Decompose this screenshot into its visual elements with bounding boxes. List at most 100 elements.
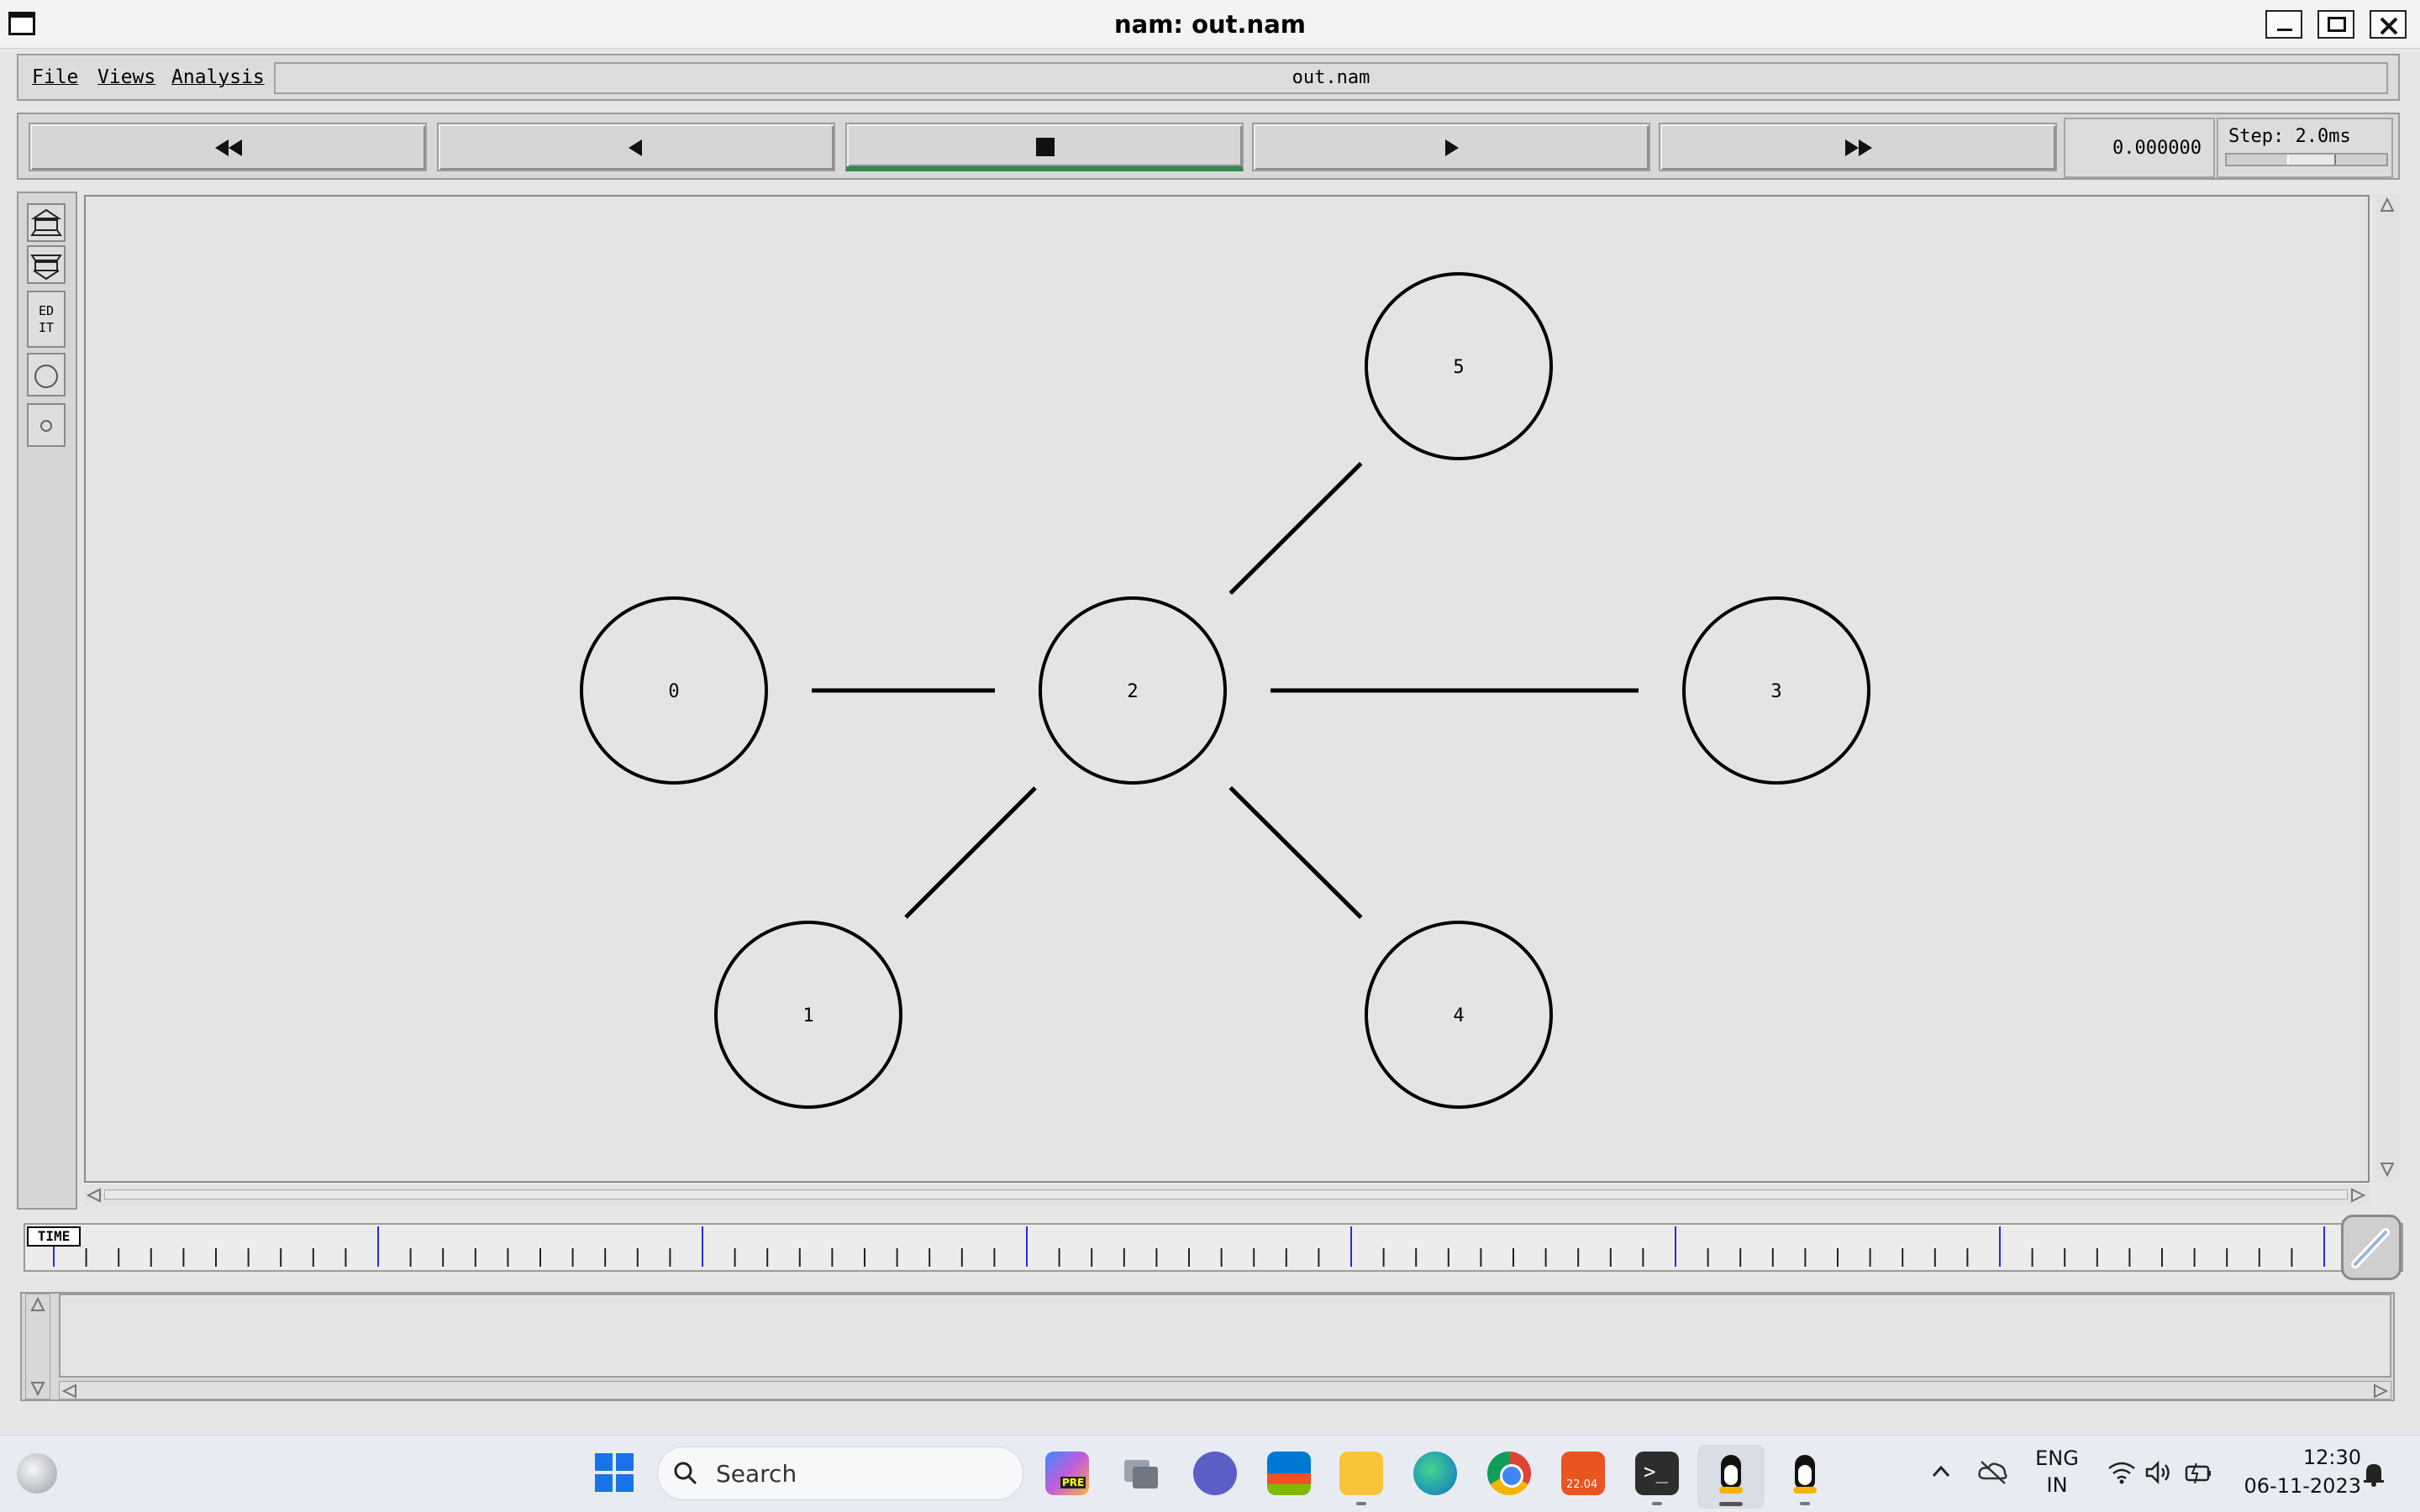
scroll-left-icon <box>61 1383 76 1399</box>
zoom-in-button[interactable] <box>27 203 66 242</box>
stop-button[interactable] <box>845 123 1244 171</box>
node-label: 3 <box>1770 681 1781 702</box>
simulation-time: 0.000000 <box>2064 118 2215 178</box>
edit-button[interactable]: ED IT <box>27 291 66 348</box>
terminal-icon[interactable]: >_ <box>1635 1452 1679 1495</box>
copilot-badge: PRE <box>1060 1477 1086 1488</box>
search-icon <box>674 1462 697 1485</box>
scroll-right-icon <box>2374 1383 2389 1399</box>
clock[interactable]: 12:30 06-11-2023 <box>2235 1443 2361 1500</box>
annotation-list[interactable] <box>59 1294 2391 1378</box>
circle-small-icon <box>40 420 52 432</box>
store-icon[interactable] <box>1267 1452 1311 1495</box>
task-view-icon[interactable] <box>1119 1452 1163 1495</box>
ubuntu-icon[interactable]: 22.04 <box>1561 1452 1605 1495</box>
scroll-up-icon <box>30 1296 45 1311</box>
fast-forward-button[interactable] <box>1659 123 2057 171</box>
edge-icon[interactable] <box>1413 1452 1457 1495</box>
node-3[interactable] <box>1682 596 1870 785</box>
node-5[interactable] <box>1365 272 1553 460</box>
scroll-left-icon <box>86 1188 101 1203</box>
linux-tux-icon[interactable] <box>1709 1452 1753 1495</box>
file-explorer-icon[interactable] <box>1339 1452 1383 1495</box>
link-2-5[interactable] <box>1228 461 1363 596</box>
teams-icon[interactable] <box>1193 1452 1237 1495</box>
terminal-running-indicator <box>1652 1502 1662 1505</box>
filename-display: out.nam <box>274 62 2388 94</box>
menu-views[interactable]: Views <box>97 55 155 99</box>
clock-date: 06-11-2023 <box>2244 1474 2361 1498</box>
wifi-icon[interactable] <box>2107 1460 2136 1485</box>
maximize-button[interactable] <box>2317 10 2354 39</box>
menu-analysis[interactable]: Analysis <box>171 55 265 99</box>
close-icon <box>2380 17 2398 35</box>
close-button[interactable] <box>2370 10 2407 39</box>
weather-icon[interactable] <box>17 1453 57 1494</box>
node-label: 5 <box>1453 357 1464 378</box>
node-1[interactable] <box>714 921 902 1109</box>
chrome-icon[interactable] <box>1487 1452 1531 1495</box>
horizontal-scrollbar[interactable] <box>84 1184 2370 1206</box>
step-back-button[interactable] <box>437 123 835 171</box>
taskbar-search[interactable] <box>657 1446 1023 1500</box>
play-forward-button[interactable] <box>1252 123 1650 171</box>
scroll-up-icon <box>2380 197 2395 212</box>
step-slider-thumb[interactable] <box>2287 155 2336 165</box>
node-size-small-button[interactable] <box>27 403 66 447</box>
stop-icon <box>1036 138 1055 156</box>
node-4[interactable] <box>1365 921 1553 1109</box>
tux2-running-indicator <box>1800 1502 1810 1505</box>
menu-views-label: Views <box>97 66 156 88</box>
volume-icon[interactable] <box>2144 1460 2173 1485</box>
step-control <box>2217 118 2393 178</box>
horizontal-scroll-thumb[interactable] <box>104 1189 2348 1200</box>
chevron-up-icon[interactable] <box>1929 1460 1953 1483</box>
log-hscroll[interactable] <box>59 1381 2391 1399</box>
fast-rewind-icon <box>215 139 242 156</box>
language-bottom: IN <box>2046 1473 2068 1497</box>
linux-tux-icon-2[interactable] <box>1783 1452 1827 1495</box>
vertical-scrollbar[interactable] <box>2375 195 2400 1183</box>
search-placeholder: Search <box>716 1460 797 1488</box>
minimize-icon <box>2277 29 2292 31</box>
window-title: nam: out.nam <box>1113 10 1306 39</box>
language-top: ENG <box>2035 1446 2079 1470</box>
time-slider[interactable] <box>24 1223 2403 1272</box>
menu-file[interactable]: File <box>32 55 78 99</box>
fast-forward-icon <box>1845 139 1872 156</box>
step-label: Step: 2.0ms <box>2228 126 2351 147</box>
file-explorer-running-indicator <box>1356 1502 1366 1505</box>
terminal-prompt-glyph: >_ <box>1644 1460 1668 1483</box>
log-vscroll[interactable] <box>25 1294 50 1399</box>
language-indicator[interactable]: ENG IN <box>2032 1445 2082 1499</box>
scroll-right-icon <box>2351 1188 2366 1203</box>
time-ticks <box>53 1226 2325 1267</box>
cloud-offline-icon[interactable] <box>1976 1458 2010 1485</box>
battery-icon[interactable] <box>2185 1460 2213 1485</box>
time-marker[interactable]: TIME <box>27 1226 81 1247</box>
scroll-down-icon <box>2380 1163 2395 1178</box>
minimize-button[interactable] <box>2265 10 2302 39</box>
edit-label-line1: ED <box>38 303 55 318</box>
node-label: 4 <box>1453 1005 1464 1026</box>
edit-label-line2: IT <box>38 320 55 335</box>
link-1-2[interactable] <box>904 786 1037 919</box>
fast-rewind-button[interactable] <box>29 123 427 171</box>
window-app-icon <box>8 12 35 35</box>
window-titlebar <box>0 0 2420 49</box>
zoom-out-button[interactable] <box>27 245 66 284</box>
copilot-icon[interactable]: PRE <box>1045 1452 1089 1495</box>
scroll-down-icon <box>30 1382 45 1397</box>
tux-active-indicator <box>1719 1502 1743 1506</box>
windows-start-icon[interactable] <box>593 1452 635 1494</box>
link-2-4[interactable] <box>1228 785 1363 920</box>
node-2[interactable] <box>1039 596 1227 785</box>
node-0[interactable] <box>580 596 768 785</box>
node-size-large-button[interactable] <box>27 353 66 396</box>
notification-bell-icon[interactable] <box>2361 1460 2386 1487</box>
time-slider-end-button[interactable] <box>2341 1215 2402 1280</box>
zoom-in-icon <box>30 208 62 236</box>
circle-large-icon <box>34 365 58 388</box>
